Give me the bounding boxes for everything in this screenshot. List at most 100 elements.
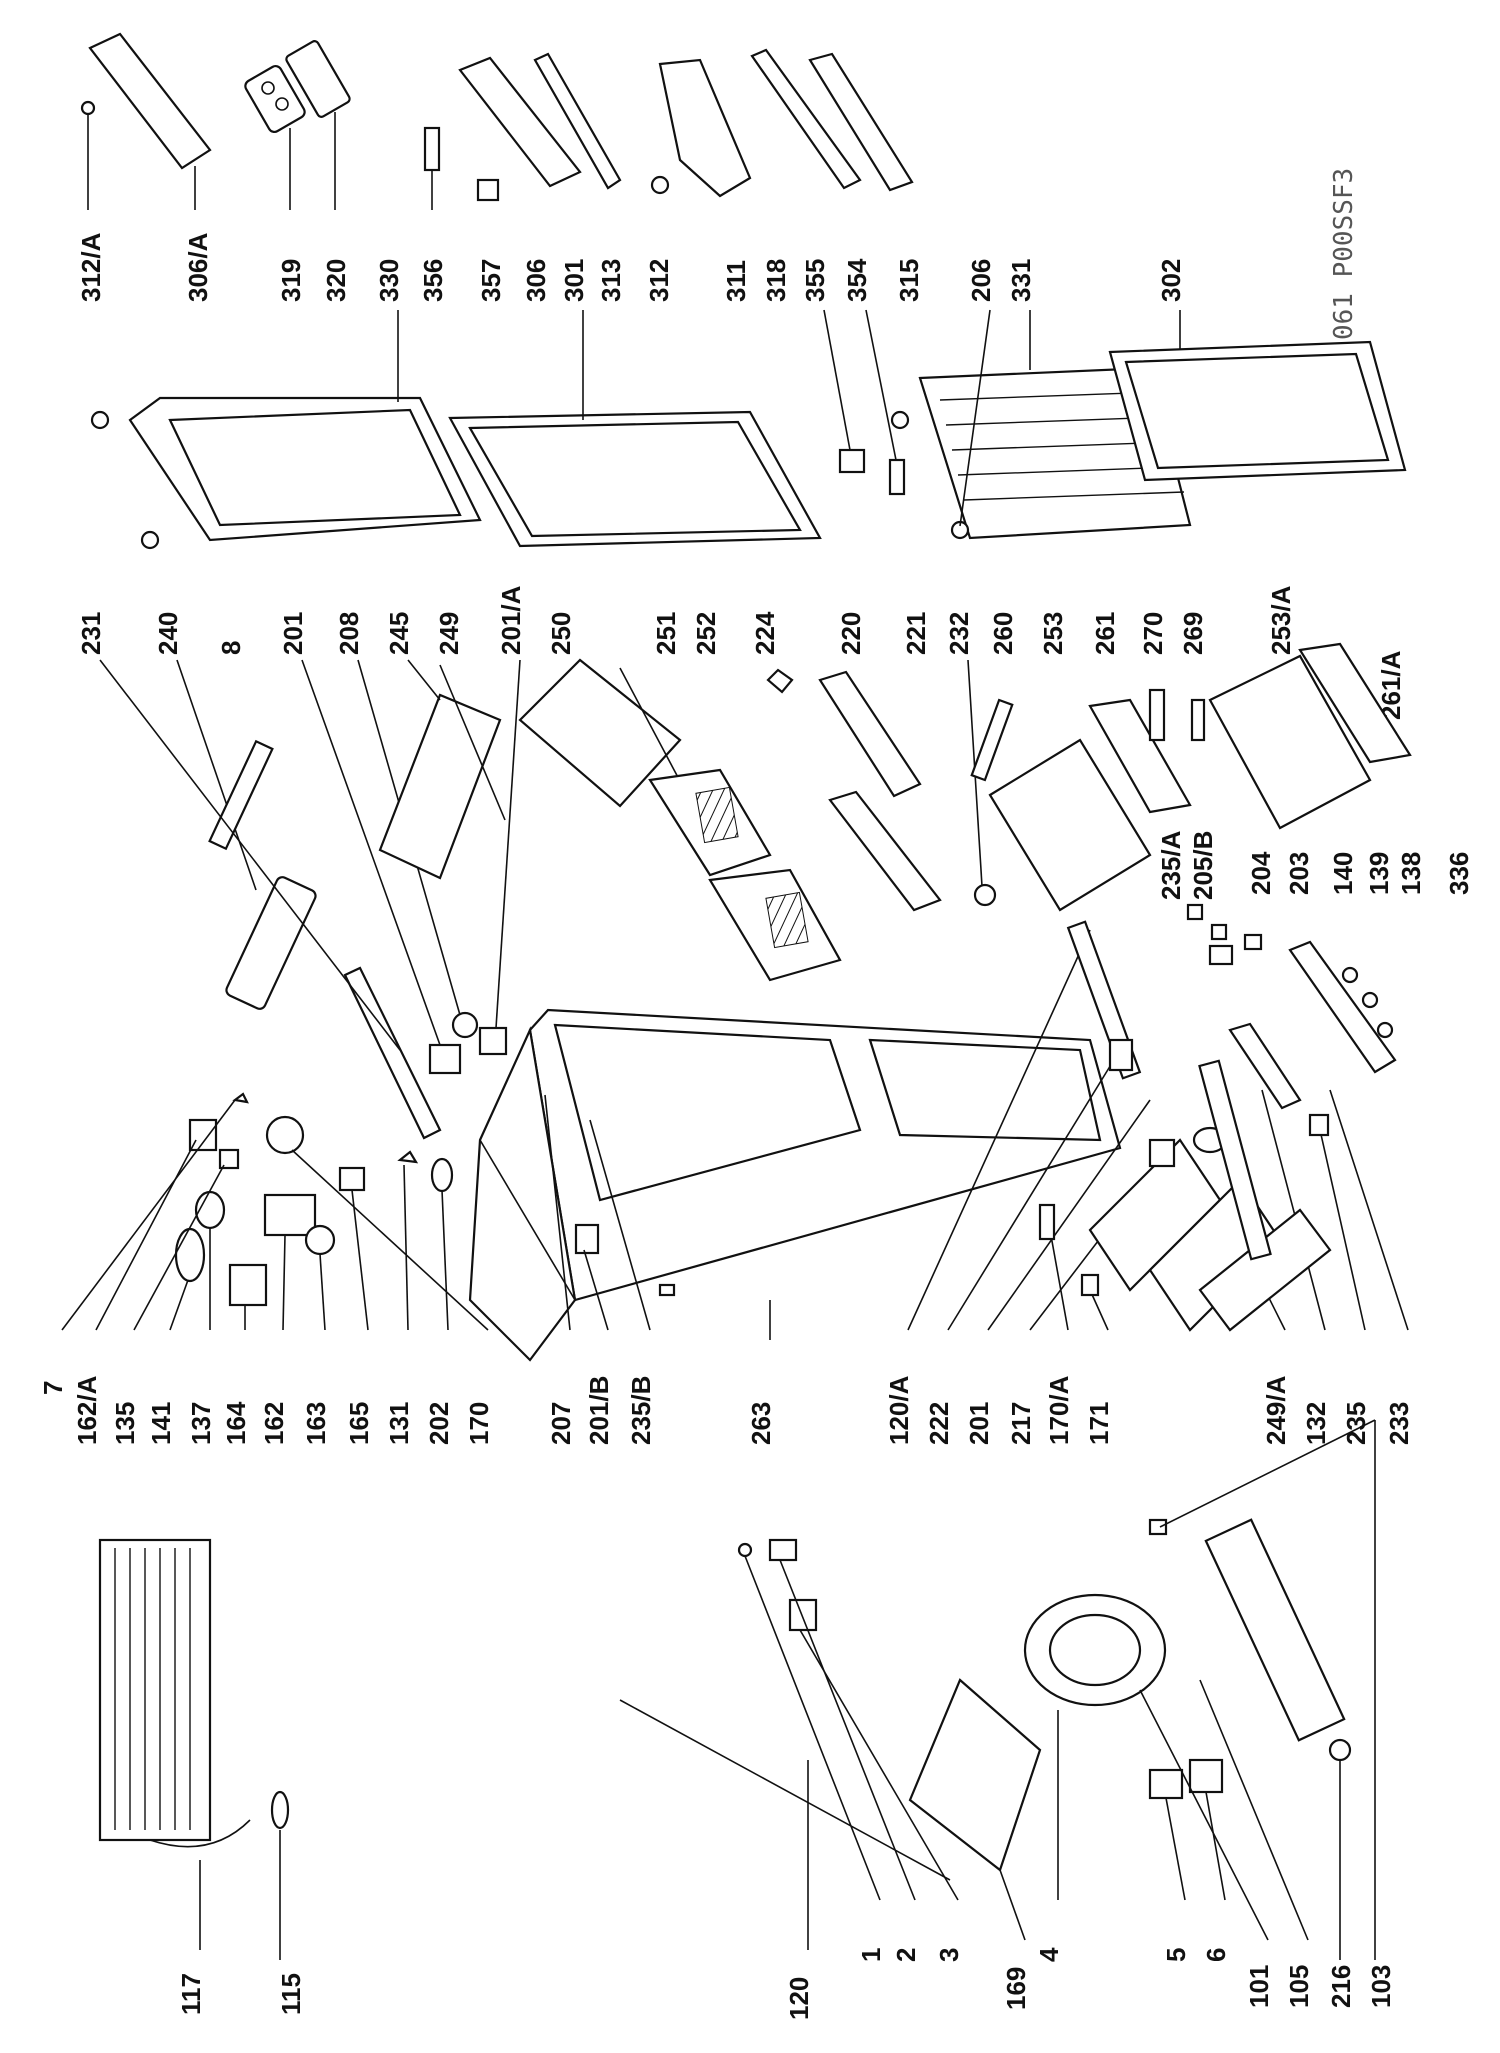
- part-1: [737, 1542, 753, 1558]
- label-221: 221: [901, 612, 931, 655]
- label-312: 312: [644, 259, 674, 302]
- lamp-thermostat-parts: [174, 1092, 454, 1307]
- label-4: 4: [1034, 1947, 1064, 1962]
- label-318: 318: [761, 259, 791, 302]
- label-269: 269: [1178, 612, 1208, 655]
- label-117: 117: [176, 1973, 206, 2015]
- part-320-tray: [285, 40, 351, 118]
- part-240-egg-tray: [225, 876, 317, 1010]
- label-250: 250: [546, 612, 576, 655]
- part-250-glass-shelf: [518, 658, 682, 808]
- label-138: 138: [1396, 852, 1426, 895]
- label-245: 245: [384, 612, 414, 655]
- part-120-tube: [619, 1699, 951, 1881]
- label-137: 137: [186, 1402, 216, 1445]
- part-205b: [1210, 923, 1228, 941]
- part-269: [1190, 698, 1206, 742]
- label-120a: 120/A: [884, 1375, 914, 1445]
- part-163: [304, 1224, 336, 1256]
- label-206: 206: [966, 259, 996, 302]
- part-141-bulb: [174, 1227, 206, 1283]
- label-203: 203: [1284, 852, 1314, 895]
- label-105: 105: [1284, 1965, 1314, 2008]
- part-208: [451, 1011, 479, 1039]
- label-5: 5: [1161, 1948, 1191, 1962]
- label-165: 165: [344, 1402, 374, 1445]
- label-6: 6: [1201, 1948, 1231, 1962]
- part-253-basket: [988, 738, 1152, 912]
- label-249: 249: [434, 612, 464, 655]
- label-202: 202: [424, 1402, 454, 1445]
- part-253a-basket: [1208, 654, 1372, 830]
- part-220-rack: [818, 670, 922, 798]
- part-216: [1328, 1738, 1352, 1762]
- label-207: 207: [546, 1402, 576, 1445]
- part-260: [970, 698, 1014, 782]
- part-2: [768, 1538, 798, 1562]
- label-162a: 162/A: [72, 1375, 102, 1445]
- label-3: 3: [934, 1948, 964, 1962]
- label-220: 220: [836, 612, 866, 655]
- label-270: 270: [1138, 612, 1168, 655]
- control-parts: 235/A 205/B 204 203 140 139 138 336: [1156, 830, 1474, 1074]
- part-306-bar: [458, 56, 582, 188]
- label-356: 356: [418, 259, 448, 302]
- part-315-bar: [808, 52, 914, 192]
- part-318-bar: [750, 48, 862, 190]
- label-302: 302: [1156, 259, 1186, 302]
- part-235: [1308, 1113, 1330, 1137]
- part-138: [1376, 1021, 1394, 1039]
- label-163: 163: [301, 1402, 331, 1445]
- label-132: 132: [1301, 1402, 1331, 1445]
- cabinet-hinge: [574, 1223, 600, 1255]
- drawing-code: 061 P00SSF3: [1329, 168, 1359, 340]
- label-311: 311: [721, 260, 751, 302]
- part-270: [1148, 688, 1166, 742]
- part-6: [1188, 1758, 1224, 1794]
- label-201c: 201: [964, 1402, 994, 1445]
- label-169: 169: [1001, 1967, 1031, 2010]
- part-233-bar: [1198, 1059, 1272, 1261]
- part-249-rod: [439, 664, 506, 821]
- label-204: 204: [1246, 851, 1276, 895]
- cabinet-side: [468, 1026, 577, 1362]
- label-170a: 170/A: [1044, 1375, 1074, 1445]
- label-139: 139: [1364, 852, 1394, 895]
- label-222: 222: [924, 1402, 954, 1445]
- label-253: 253: [1038, 612, 1068, 655]
- bottom-leaders: [199, 1555, 1309, 1950]
- top-labels: 312/A 306/A 319 320 330 356 357 306 301 …: [76, 232, 1186, 302]
- label-252: 252: [691, 612, 721, 655]
- part-103: [1148, 1518, 1168, 1536]
- part-202: [430, 1157, 454, 1193]
- label-232: 232: [944, 612, 974, 655]
- label-313: 313: [596, 259, 626, 302]
- label-164: 164: [221, 1401, 251, 1445]
- part-105-base: [1204, 1518, 1346, 1742]
- label-7: 7: [38, 1381, 68, 1395]
- label-315: 315: [894, 259, 924, 302]
- part-331-door-inner: [918, 366, 1192, 540]
- label-216: 216: [1326, 1965, 1356, 2008]
- part-165: [338, 1166, 366, 1192]
- part-306a: [88, 32, 212, 170]
- part-201a: [478, 1026, 508, 1056]
- part-354: [888, 458, 906, 496]
- label-240: 240: [153, 612, 183, 655]
- part-355: [838, 448, 866, 474]
- part-115: [270, 1790, 290, 1830]
- part-3: [788, 1598, 818, 1632]
- door-accessories: [80, 32, 914, 210]
- doors: [90, 309, 1407, 550]
- part-312a: [80, 100, 96, 116]
- label-233: 233: [1384, 1402, 1414, 1445]
- label-312a: 312/A: [76, 232, 106, 302]
- label-171: 171: [1084, 1402, 1114, 1445]
- part-319-egg-tray: [244, 64, 306, 134]
- label-120: 120: [784, 1977, 814, 2020]
- label-354: 354: [842, 258, 872, 302]
- label-2: 2: [891, 1948, 921, 1962]
- part-171: [1080, 1273, 1100, 1297]
- part-232: [973, 883, 997, 907]
- part-135: [218, 1148, 240, 1170]
